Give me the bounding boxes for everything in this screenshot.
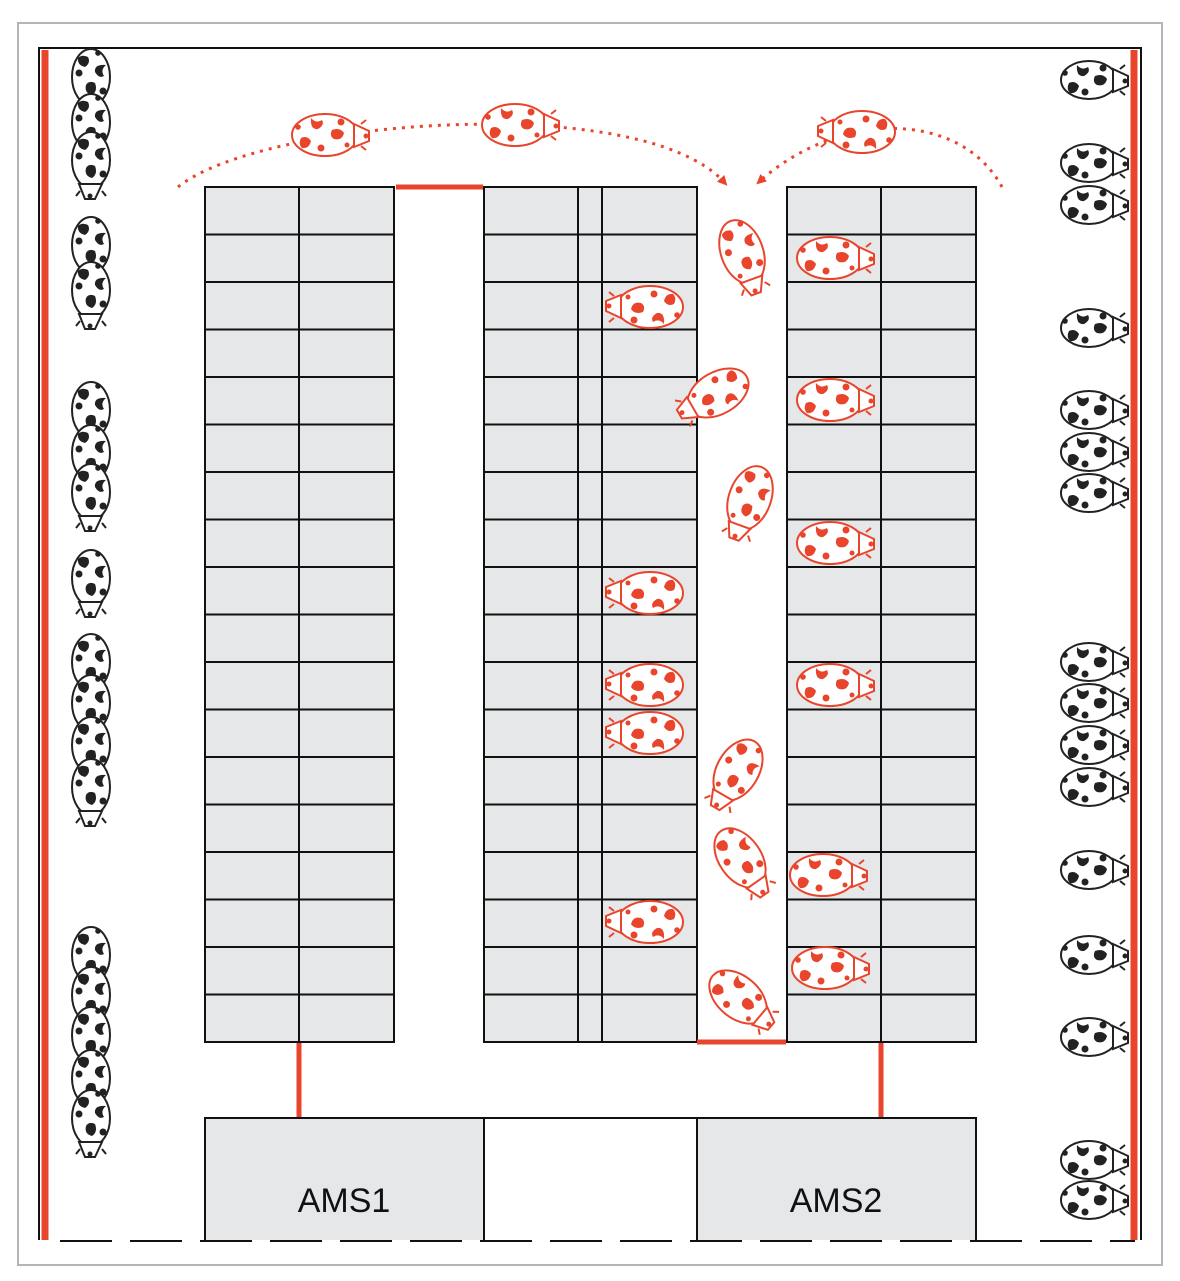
cow-moving-icon — [291, 113, 370, 157]
cow-lying-icon — [1060, 473, 1129, 513]
cow-lying-icon — [1060, 308, 1129, 348]
cow-lying-icon — [1060, 1180, 1129, 1220]
cow-lying-icon — [71, 1089, 111, 1158]
cow-lying-icon — [1060, 185, 1129, 225]
cow-lying-icon — [1060, 683, 1129, 723]
cow-waiting-icon — [698, 958, 787, 1043]
cow-lying-icon — [1060, 60, 1129, 100]
cubicle-row-2 — [483, 186, 698, 1043]
cow-lying-icon — [71, 758, 111, 827]
cow-lying-icon — [71, 549, 111, 618]
cow-lying-icon — [1060, 390, 1129, 430]
ams2-unit: AMS2 — [696, 1117, 977, 1240]
ams1-unit: AMS1 — [204, 1117, 485, 1240]
cow-lying-icon — [1060, 850, 1129, 890]
cow-lying-icon — [1060, 1017, 1129, 1057]
cow-lying-icon — [71, 463, 111, 532]
cow-lying-icon — [1060, 725, 1129, 765]
ams1-label: AMS1 — [298, 1182, 391, 1220]
cow-lying-icon — [1060, 1140, 1129, 1180]
cow-lying-icon — [1060, 432, 1129, 472]
cow-lying-icon — [1060, 767, 1129, 807]
cubicle-row-3 — [786, 186, 977, 1043]
cow-moving-icon — [481, 103, 560, 147]
cow-lying-icon — [71, 131, 111, 200]
barn-outline — [38, 47, 1142, 1240]
cow-lying-icon — [71, 261, 111, 330]
cow-waiting-icon — [696, 729, 774, 820]
cow-waiting-icon — [709, 212, 778, 302]
cow-waiting-icon — [714, 458, 783, 548]
cow-lying-icon — [1060, 935, 1129, 975]
flow-path-left — [177, 122, 728, 189]
outer-frame — [17, 22, 1163, 1266]
ams2-label: AMS2 — [790, 1182, 883, 1220]
cow-waiting-icon — [702, 817, 784, 908]
cow-moving-icon — [817, 110, 896, 154]
cow-lying-icon — [1060, 143, 1129, 183]
cow-lying-icon — [1060, 642, 1129, 682]
cubicle-row-1 — [204, 186, 395, 1043]
